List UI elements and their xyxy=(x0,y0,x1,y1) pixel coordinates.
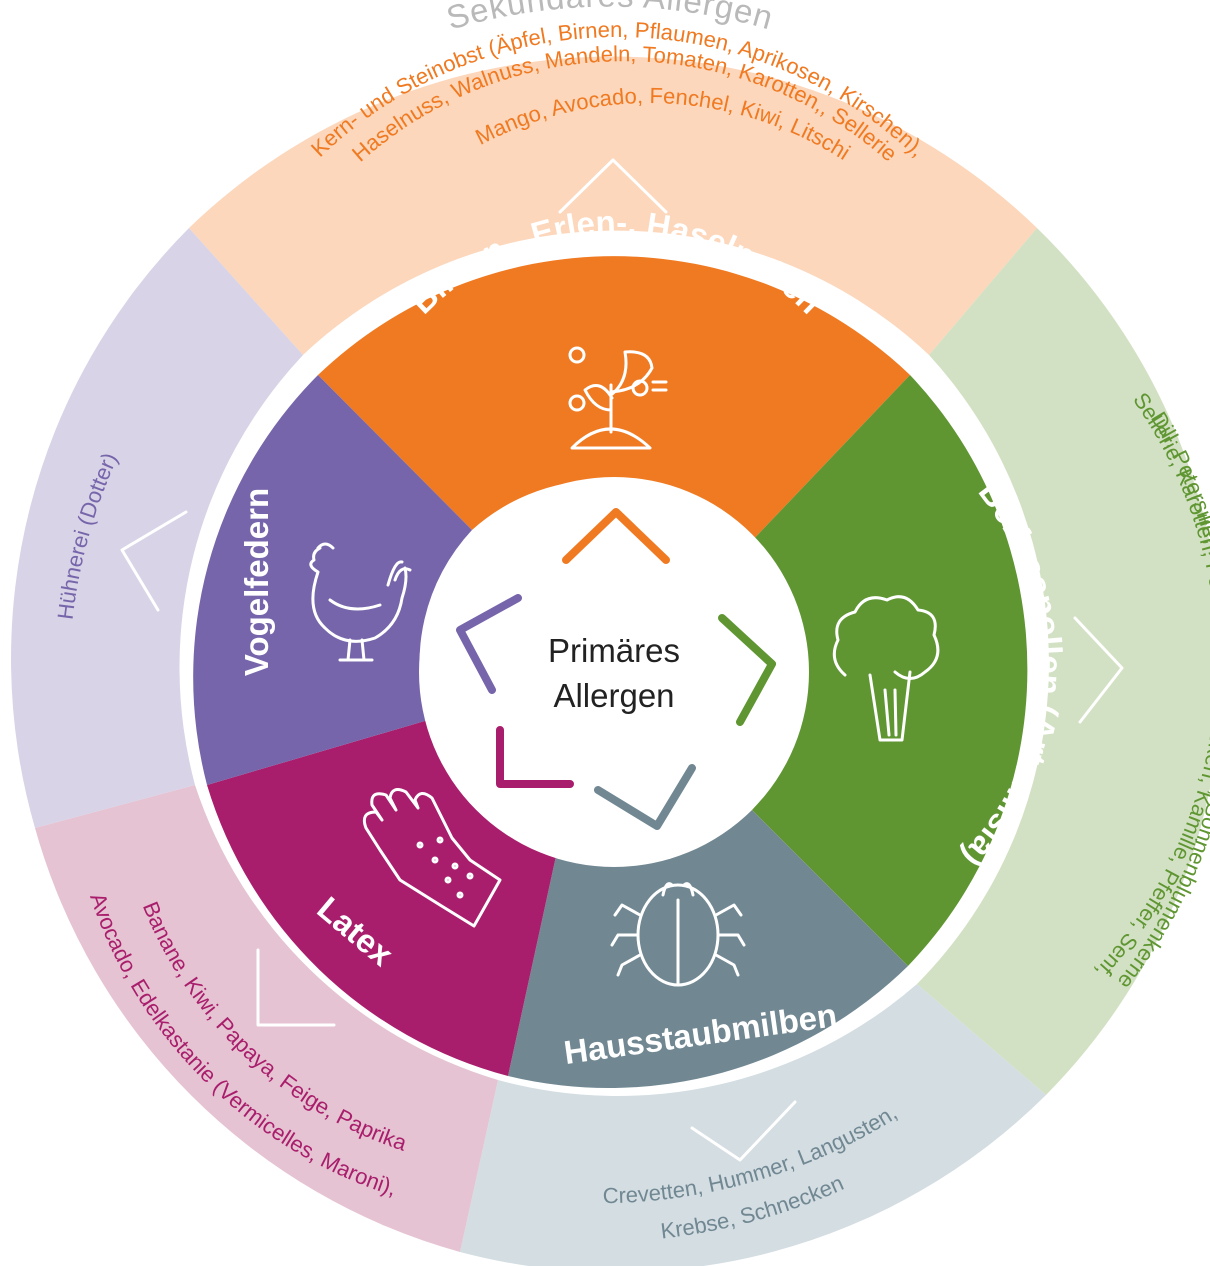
outer-segment-latex xyxy=(35,785,498,1252)
outer-chevron-feder-icon xyxy=(120,510,188,612)
outer-segment-birke xyxy=(189,56,1037,356)
chevron-feder-icon xyxy=(456,594,522,694)
outer-chevron-latex-icon xyxy=(256,948,336,1027)
chevron-birke-icon xyxy=(562,508,670,564)
glove-hand-icon xyxy=(362,788,502,928)
center-label-line2: Allergen xyxy=(553,677,674,714)
outer-segment-milben xyxy=(460,984,1046,1266)
outer-segment-beifuss xyxy=(917,228,1210,1095)
outer-chevron-beifuss-icon xyxy=(1073,616,1124,724)
inner-chevrons xyxy=(456,508,776,830)
outer-chevron-milben-icon xyxy=(690,1100,797,1162)
inner-segment-feder xyxy=(193,375,472,785)
inner-ring xyxy=(193,256,1028,1089)
center-label-line1: Primäres xyxy=(548,632,680,669)
broccoli-celery-icon xyxy=(832,595,940,742)
chevron-beifuss-icon xyxy=(718,614,776,726)
plant-sprout-pollen-icon xyxy=(568,346,668,450)
inner-segment-birke xyxy=(318,256,910,545)
center-circle xyxy=(419,477,809,867)
primary-label-feder: Vogelfedern xyxy=(238,488,275,676)
inner-segment-milben xyxy=(508,810,908,1089)
mite-bug-icon xyxy=(610,882,746,987)
inner-segment-latex xyxy=(207,720,556,1076)
inner-segment-beifuss xyxy=(748,375,1028,966)
chevron-latex-icon xyxy=(496,726,574,788)
outer-chevron-birke-icon xyxy=(558,158,668,214)
chicken-icon xyxy=(309,542,412,662)
chevron-milben-icon xyxy=(594,764,696,830)
outer-chevrons xyxy=(120,158,1124,1162)
